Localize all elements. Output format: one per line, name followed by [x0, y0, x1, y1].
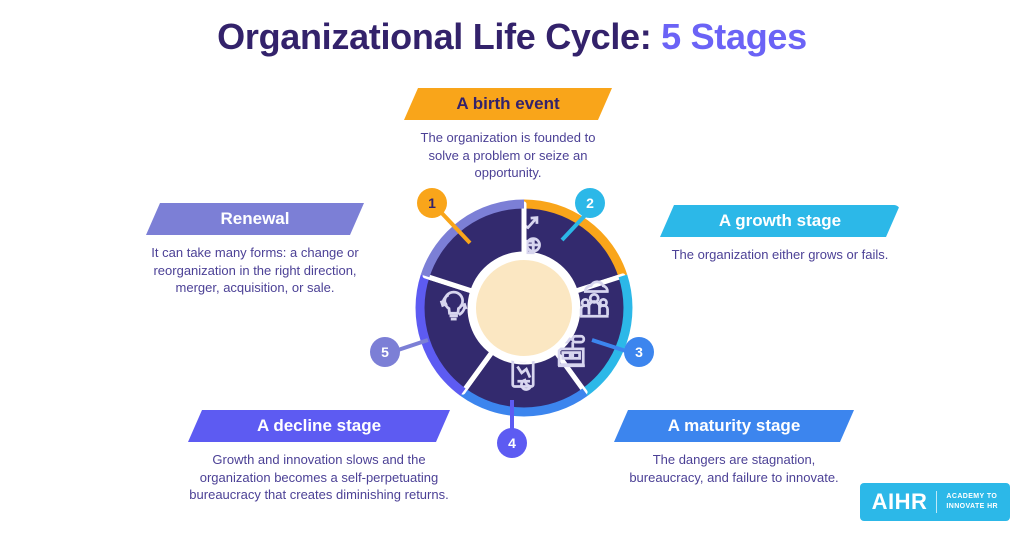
logo-divider — [936, 491, 938, 513]
page-title-main: Organizational Life Cycle: — [217, 16, 662, 57]
callout-stage-1: A birth event The organization is founde… — [404, 88, 612, 182]
page-title: Organizational Life Cycle: 5 Stages — [0, 16, 1024, 58]
life-cycle-donut — [412, 196, 636, 420]
logo-tagline-line-2: INNOVATE HR — [946, 503, 998, 510]
stage-number-badge-1[interactable]: 1 — [417, 188, 447, 218]
logo-tagline-line-1: ACADEMY TO — [946, 492, 998, 500]
aihr-logo[interactable]: AIHR ACADEMY TO INNOVATE HR — [859, 483, 1010, 521]
callout-stage-2: A growth stage The organization either g… — [660, 205, 900, 264]
leader-line-1 — [435, 206, 472, 245]
stage-3-banner: A maturity stage — [614, 410, 854, 442]
donut-center-hub — [470, 254, 578, 362]
callout-stage-3: A maturity stage The dangers are stagnat… — [614, 410, 854, 486]
team-group-icon — [579, 280, 609, 318]
lightbulb-refresh-icon — [439, 290, 468, 321]
callout-stage-4: A decline stage Growth and innovation sl… — [188, 410, 450, 504]
stage-number-badge-5[interactable]: 5 — [370, 337, 400, 367]
stage-3-description: The dangers are stagnation, bureaucracy,… — [629, 452, 839, 485]
stage-number-badge-2[interactable]: 2 — [575, 188, 605, 218]
aihr-logo-tagline: ACADEMY TO INNOVATE HR — [946, 492, 998, 513]
leader-line-3 — [591, 338, 630, 354]
stage-number-badge-3[interactable]: 3 — [624, 337, 654, 367]
stage-4-description: Growth and innovation slows and the orga… — [189, 452, 449, 503]
factory-machine-icon — [557, 334, 586, 368]
stage-5-banner: Renewal — [146, 203, 364, 235]
stage-number-badge-4[interactable]: 4 — [497, 428, 527, 458]
stage-1-banner: A birth event — [404, 88, 612, 120]
callout-stage-5: Renewal It can take many forms: a change… — [146, 203, 364, 297]
aihr-logo-mark: AIHR — [871, 489, 928, 514]
stage-4-banner: A decline stage — [188, 410, 450, 442]
stage-1-description: The organization is founded to solve a p… — [420, 130, 596, 181]
page-title-accent: 5 Stages — [661, 16, 807, 57]
stage-5-description: It can take many forms: a change or reor… — [151, 245, 359, 296]
stage-2-banner: A growth stage — [660, 205, 900, 237]
stage-2-description: The organization either grows or fails. — [671, 247, 889, 262]
